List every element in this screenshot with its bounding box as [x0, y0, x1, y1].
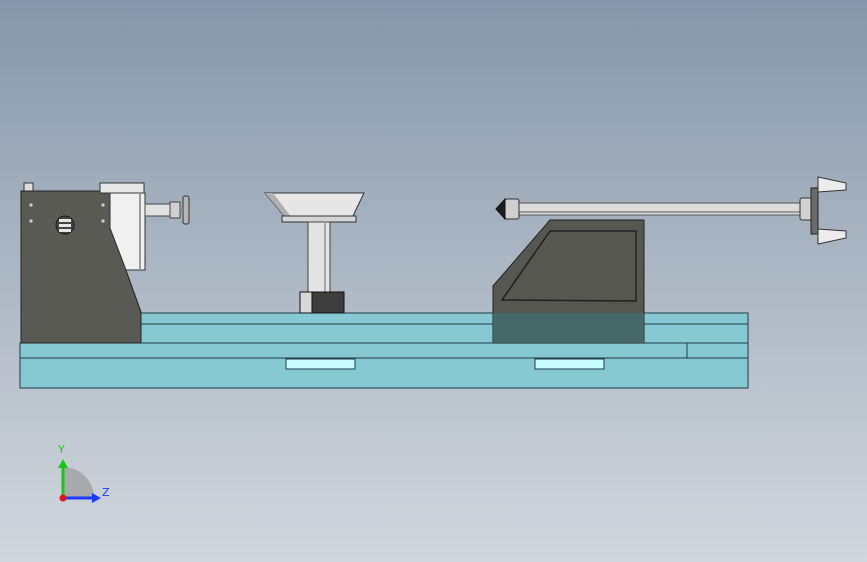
z-axis-arrowhead: [92, 493, 101, 503]
bed-slot-left[interactable]: [285, 358, 356, 370]
spindle-housing-top[interactable]: [99, 182, 145, 194]
bed-slot-right[interactable]: [534, 358, 605, 370]
tailstock-quill-rod[interactable]: [517, 202, 805, 216]
lathe-bed[interactable]: [19, 312, 749, 389]
triad-plane-quadrant: [63, 467, 94, 498]
y-axis-label: Y: [58, 443, 65, 456]
bed-top-rail[interactable]: [140, 312, 749, 344]
bed-middle-rail[interactable]: [19, 342, 749, 359]
tailstock-lower-shadow: [493, 313, 644, 343]
live-center-tip[interactable]: [495, 197, 506, 221]
headstock-knob[interactable]: [55, 215, 75, 235]
spindle-faceplate[interactable]: [182, 195, 190, 225]
handwheel-handle-top[interactable]: [817, 176, 847, 193]
view-orientation-triad[interactable]: [58, 459, 101, 503]
handwheel-hub[interactable]: [810, 187, 819, 235]
bed-base-plate[interactable]: [19, 357, 749, 389]
handwheel-handle-bottom[interactable]: [817, 228, 847, 245]
tool-rest-post[interactable]: [307, 221, 331, 293]
x-axis-dot: [59, 494, 67, 502]
tailstock-window: [500, 230, 637, 302]
tool-rest-plate[interactable]: [281, 215, 357, 223]
tool-rest-assembly[interactable]: [263, 192, 365, 314]
headstock-assembly[interactable]: [20, 182, 190, 344]
headstock-bolt: [29, 219, 33, 223]
headstock-bolt: [101, 203, 105, 207]
z-axis-label: Z: [102, 486, 110, 499]
tailstock-assembly[interactable]: [492, 176, 847, 344]
headstock-bolt: [29, 203, 33, 207]
headstock-bolt: [101, 219, 105, 223]
headstock-top-nub[interactable]: [23, 182, 34, 192]
spindle-collar[interactable]: [169, 201, 181, 219]
quill-nut[interactable]: [504, 198, 520, 220]
y-axis-arrowhead: [58, 459, 68, 468]
